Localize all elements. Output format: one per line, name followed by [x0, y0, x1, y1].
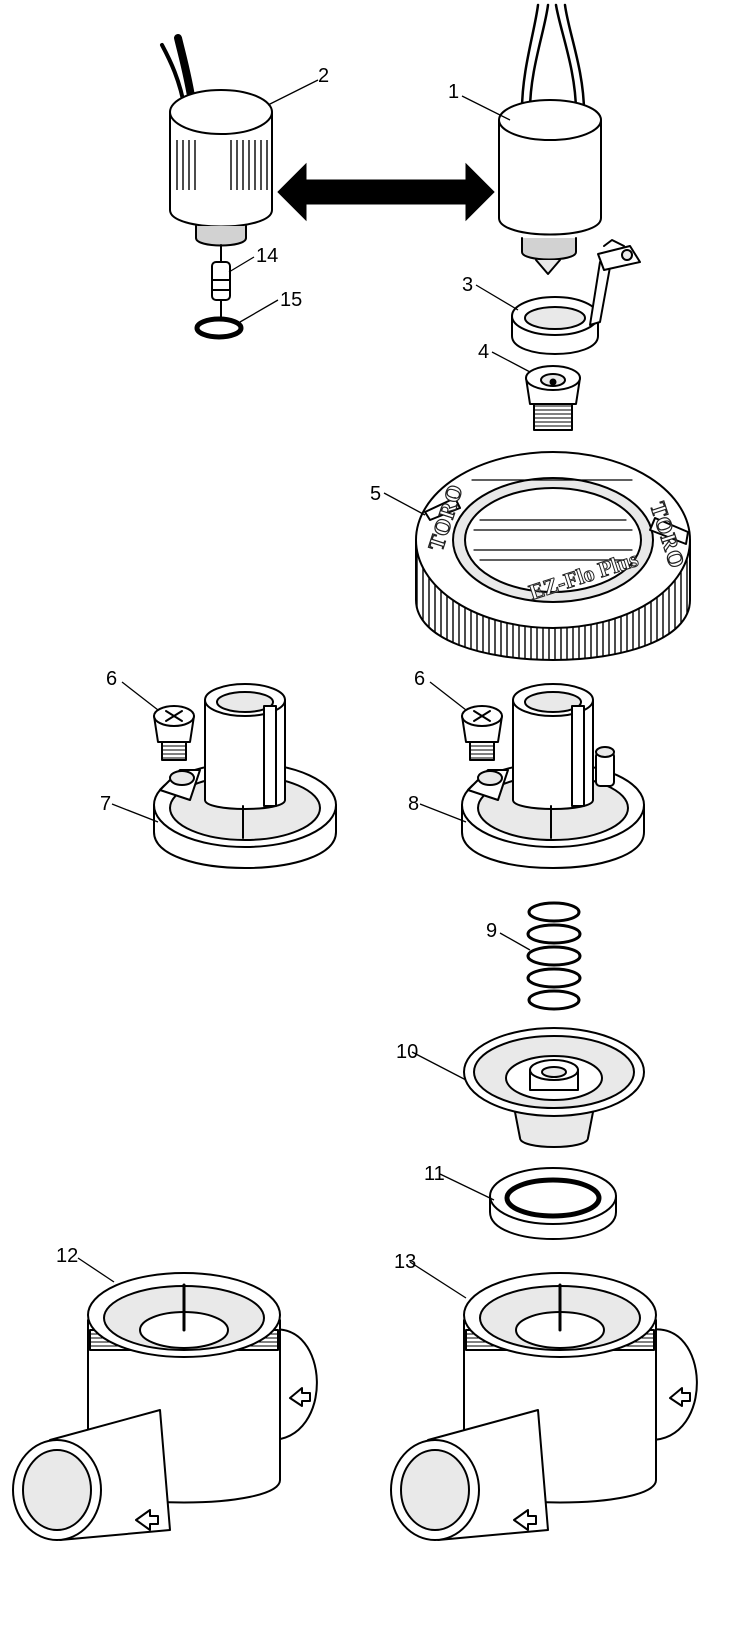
- part-12-valve-body: [12, 1272, 318, 1541]
- part-6-bleed-screw-left: [153, 705, 195, 761]
- label-part-3: 3: [462, 274, 473, 296]
- interchange-arrow: [277, 162, 495, 222]
- part-11-seal: [489, 1167, 617, 1240]
- part-14-plunger: [211, 244, 231, 319]
- part-3-selector-ring: [511, 239, 641, 355]
- label-part-1: 1: [448, 81, 459, 103]
- label-part-15: 15: [280, 289, 302, 311]
- label-part-13: 13: [394, 1251, 416, 1273]
- label-part-4: 4: [478, 341, 489, 363]
- label-part-5: 5: [370, 483, 381, 505]
- leader-lines: [77, 79, 531, 1299]
- part-8-bonnet: [461, 683, 645, 869]
- part-15-o-ring: [194, 316, 244, 340]
- part-9-spring: [526, 901, 582, 1011]
- label-part-9: 9: [486, 920, 497, 942]
- label-part-12: 12: [56, 1245, 78, 1267]
- label-part-6-right: 6: [414, 668, 425, 690]
- label-part-6-left: 6: [106, 668, 117, 690]
- part-number-labels: 1 2 3 4 5 6 6 7 8 9 10 11 12 13 14 15: [56, 65, 497, 1273]
- part-1-solenoid: [498, 3, 602, 275]
- label-part-2: 2: [318, 65, 329, 87]
- part-6-bleed-screw-right: [461, 705, 503, 761]
- part-7-bonnet: [153, 683, 337, 869]
- part-10-diaphragm: [463, 1027, 645, 1148]
- part-4-bleed-fitting: [525, 365, 581, 431]
- part-5-bonnet-ring: [415, 451, 691, 661]
- part-13-valve-body: [390, 1272, 698, 1541]
- part-2-solenoid: [160, 34, 273, 247]
- label-part-8: 8: [408, 793, 419, 815]
- label-part-7: 7: [100, 793, 111, 815]
- label-part-14: 14: [256, 245, 278, 267]
- label-part-11: 11: [424, 1163, 445, 1185]
- label-part-10: 10: [396, 1041, 418, 1063]
